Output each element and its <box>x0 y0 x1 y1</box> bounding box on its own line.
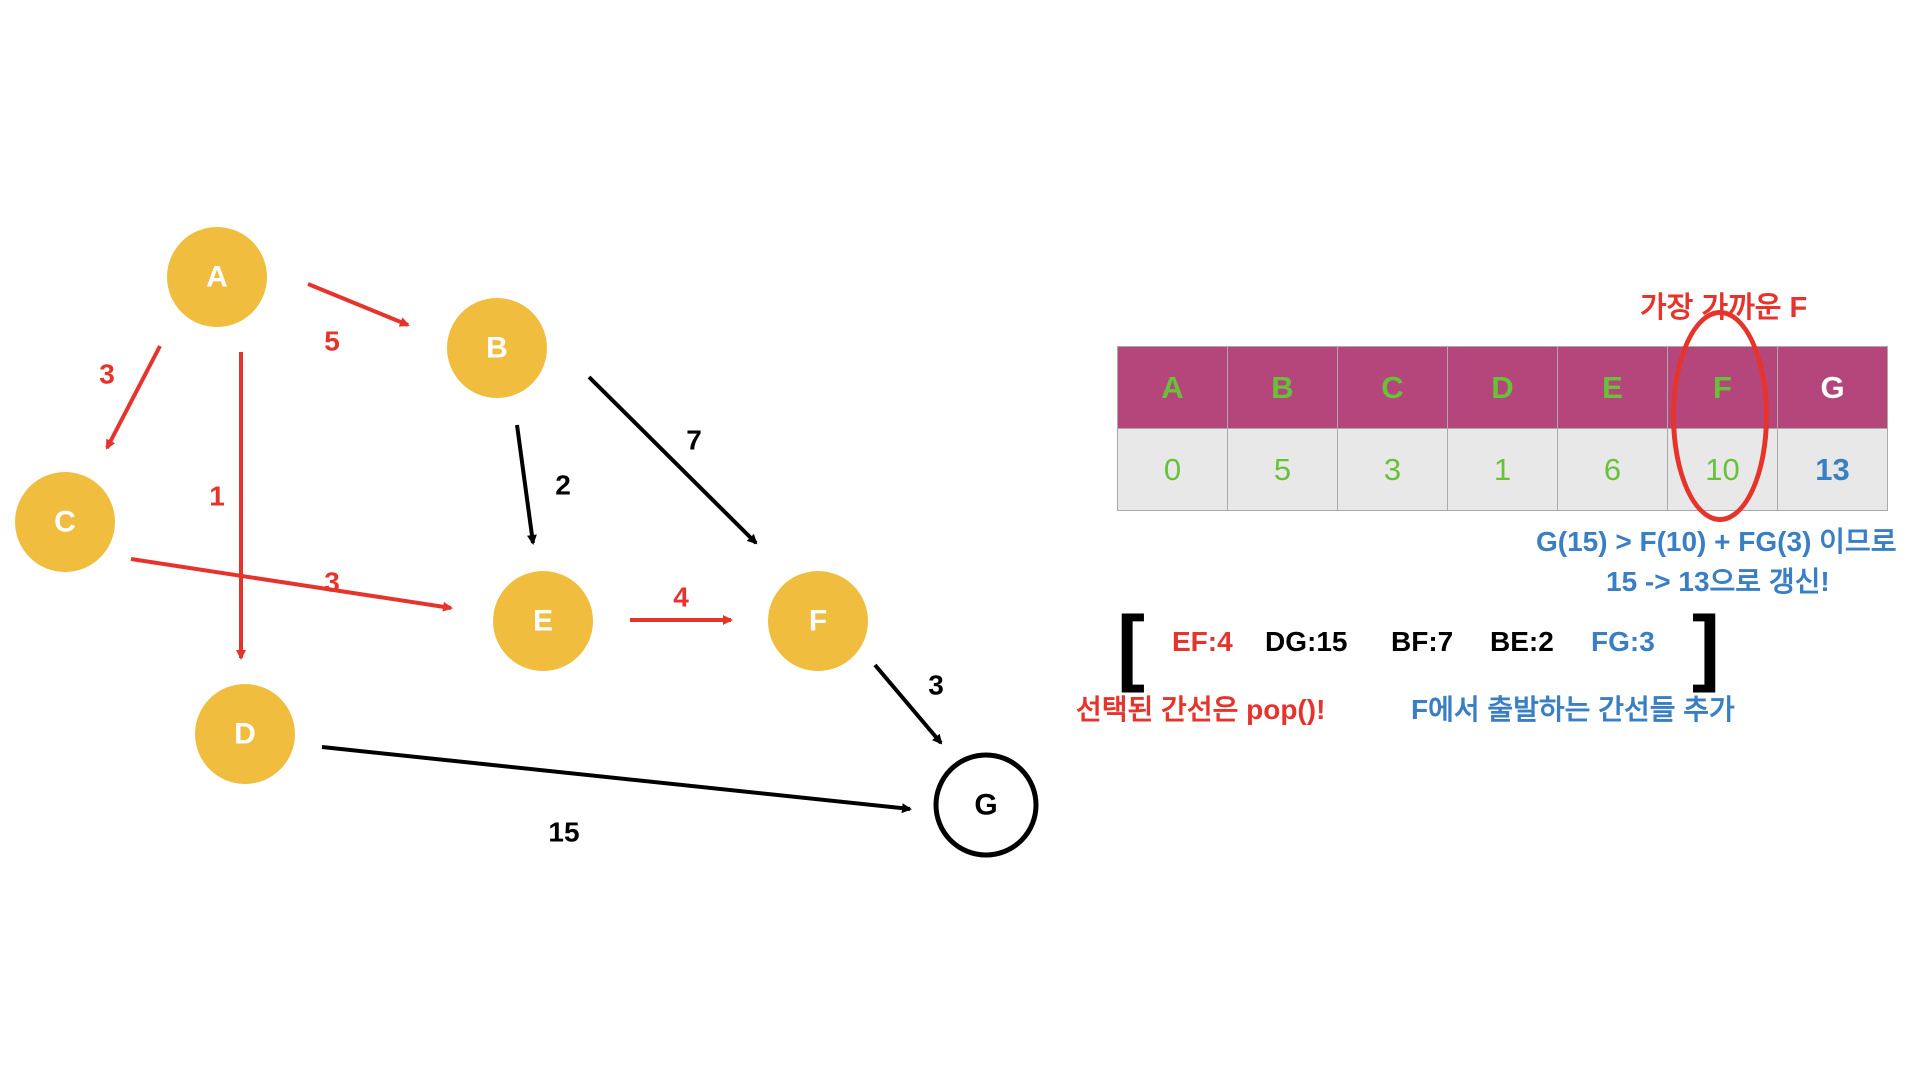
edge-weight-dg: 15 <box>548 817 579 848</box>
node-c <box>15 472 115 572</box>
distance-header-b: B <box>1227 346 1338 429</box>
distance-header-f: F <box>1667 346 1778 429</box>
edge-weight-ac: 3 <box>99 359 115 390</box>
node-label-d: D <box>234 718 256 751</box>
edge-weight-bf: 7 <box>686 425 702 456</box>
edge-weight-ef: 4 <box>673 582 689 613</box>
node-e <box>493 571 593 671</box>
closest-node-label: 가장 가까운 F <box>1640 292 1808 324</box>
node-label-f: F <box>809 605 827 638</box>
node-label-c: C <box>54 506 76 539</box>
distance-header-d: D <box>1447 346 1558 429</box>
node-g <box>933 752 1039 858</box>
add-edges-note: F에서 출발하는 간선들 추가 <box>1411 694 1735 725</box>
node-b <box>447 298 547 398</box>
update-note-line2: 15 -> 13으로 갱신! <box>1606 566 1830 597</box>
pop-note: 선택된 간선은 pop()! <box>1076 694 1326 725</box>
edge-ac <box>105 345 162 450</box>
distance-value-d: 1 <box>1447 428 1558 511</box>
node-label-e: E <box>533 605 553 638</box>
edge-weight-ad: 1 <box>209 481 225 512</box>
edge-ce <box>130 557 453 612</box>
distance-header-e: E <box>1557 346 1668 429</box>
distance-header-c: C <box>1337 346 1448 429</box>
node-d <box>195 684 295 784</box>
update-note-line1: G(15) > F(10) + FG(3) 이므로 <box>1536 526 1897 557</box>
distance-header-g: G <box>1777 346 1888 429</box>
node-label-a: A <box>206 261 228 294</box>
distance-value-b: 5 <box>1227 428 1338 511</box>
queue-item: BF:7 <box>1391 626 1454 657</box>
queue-item: DG:15 <box>1265 626 1348 657</box>
edge-dg <box>321 745 912 814</box>
edge-weight-be: 2 <box>555 470 571 501</box>
queue-item: BE:2 <box>1490 626 1554 657</box>
distance-value-g: 13 <box>1777 428 1888 511</box>
node-label-g: G <box>974 789 997 822</box>
distance-value-f: 10 <box>1667 428 1778 511</box>
queue-item: EF:4 <box>1172 626 1233 657</box>
edge-weight-ab: 5 <box>324 326 340 357</box>
distance-value-c: 3 <box>1337 428 1448 511</box>
distance-header-a: A <box>1117 346 1228 429</box>
node-label-b: B <box>486 332 508 365</box>
edge-fg <box>873 663 943 745</box>
node-f <box>768 571 868 671</box>
edge-weight-ce: 3 <box>324 567 340 598</box>
node-a <box>167 227 267 327</box>
queue-open-bracket: [ <box>1117 599 1145 693</box>
edge-bf <box>587 375 758 545</box>
queue-item: FG:3 <box>1591 626 1655 657</box>
queue-close-bracket: ] <box>1692 599 1720 693</box>
distance-value-a: 0 <box>1117 428 1228 511</box>
edge-be <box>515 424 537 545</box>
edge-weight-fg: 3 <box>928 670 944 701</box>
distance-value-e: 6 <box>1557 428 1668 511</box>
edge-ab <box>307 282 410 327</box>
